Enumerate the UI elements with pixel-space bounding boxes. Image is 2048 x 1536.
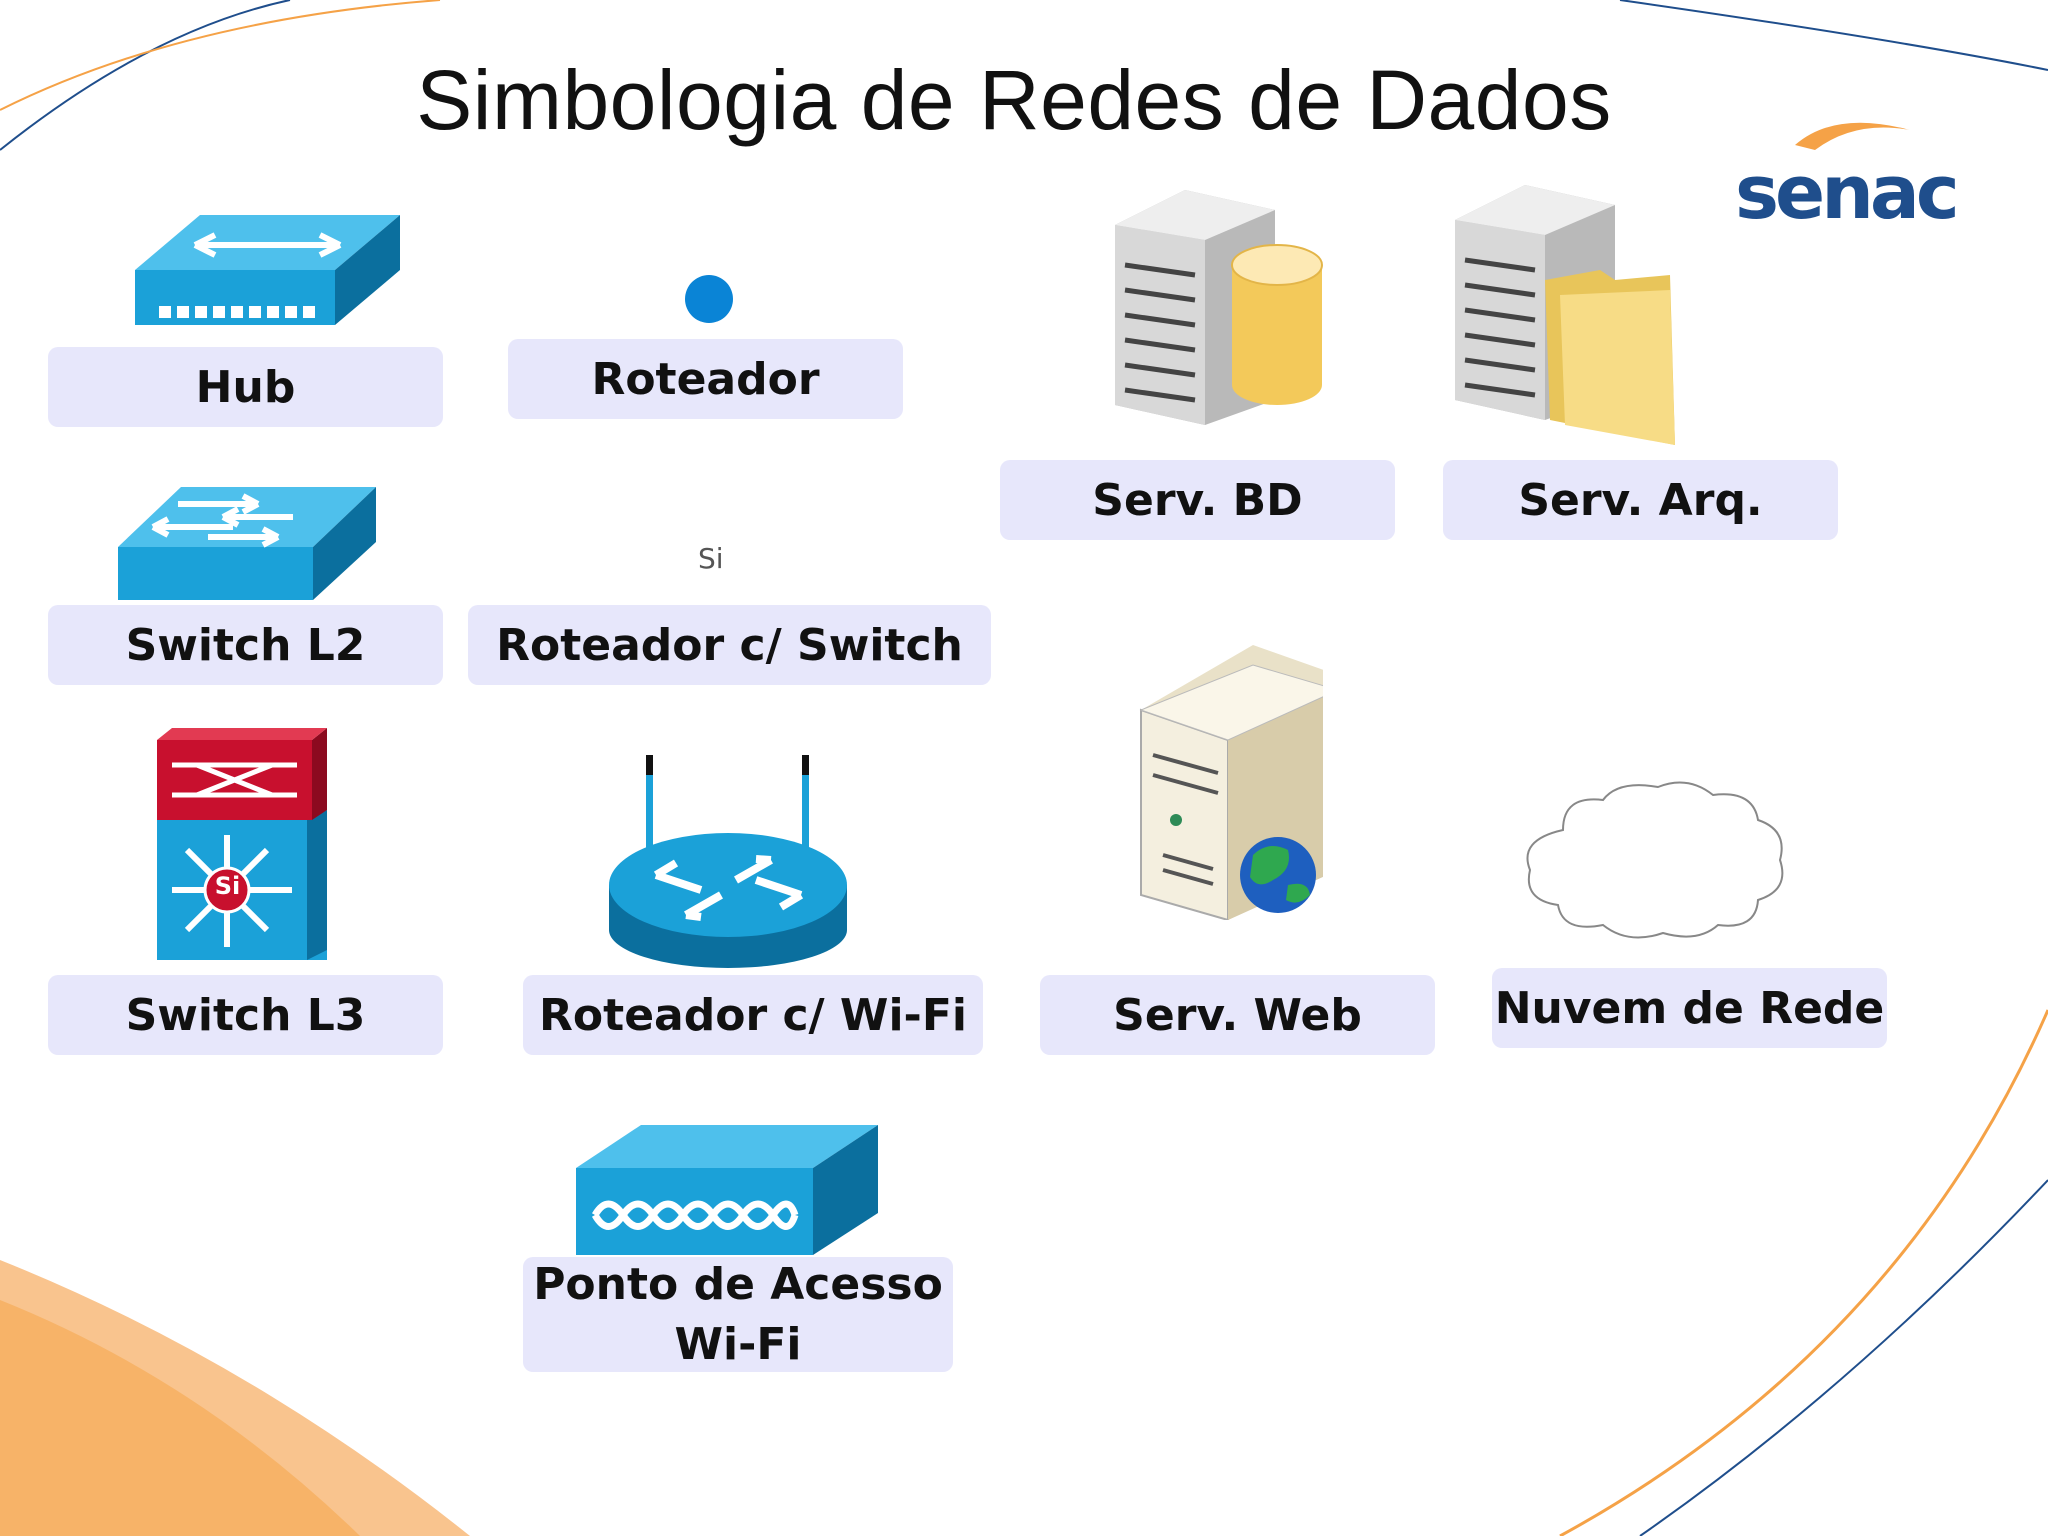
router-dot-icon	[685, 275, 733, 323]
label-roteador: Roteador	[508, 339, 903, 419]
router-switch-icon: Si	[698, 542, 724, 575]
label-ponto-acesso: Ponto de Acesso Wi-Fi	[523, 1257, 953, 1372]
database-server-icon	[1115, 190, 1323, 425]
switch-l3-badge: Si	[214, 872, 241, 900]
hub-icon	[135, 215, 400, 325]
senac-logo-icon	[1795, 122, 1910, 150]
label-switch-l3: Switch L3	[48, 975, 443, 1055]
label-serv-arq: Serv. Arq.	[1443, 460, 1838, 540]
page-title: Simbologia de Redes de Dados	[416, 53, 1612, 147]
label-roteador-switch: Roteador c/ Switch	[468, 605, 991, 685]
label-serv-bd: Serv. BD	[1000, 460, 1395, 540]
senac-logo: senac	[1735, 150, 1960, 236]
file-server-icon	[1455, 185, 1675, 445]
label-ponto-acesso-line2: Wi-Fi	[674, 1318, 802, 1370]
label-serv-web: Serv. Web	[1040, 975, 1435, 1055]
switch-l2-icon	[118, 487, 376, 600]
switch-l3-icon	[157, 728, 327, 960]
label-roteador-wifi: Roteador c/ Wi-Fi	[523, 975, 983, 1055]
label-nuvem: Nuvem de Rede	[1492, 968, 1887, 1048]
label-hub: Hub	[48, 347, 443, 427]
label-switch-l2: Switch L2	[48, 605, 443, 685]
web-server-icon	[1139, 645, 1323, 920]
cloud-icon	[1526, 781, 1784, 939]
wifi-router-icon	[609, 755, 847, 968]
label-ponto-acesso-line1: Ponto de Acesso	[533, 1258, 943, 1310]
access-point-icon	[576, 1125, 878, 1255]
